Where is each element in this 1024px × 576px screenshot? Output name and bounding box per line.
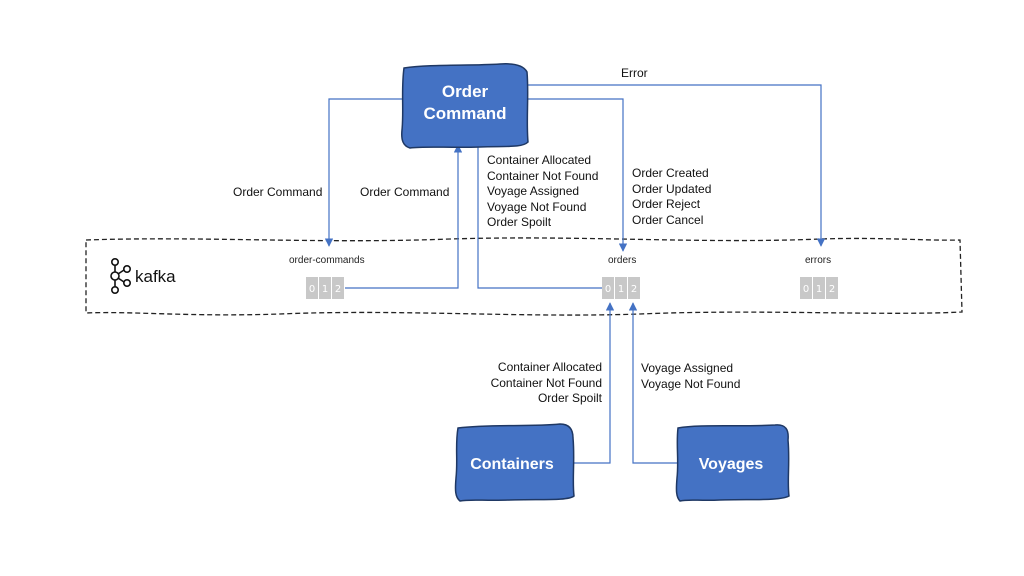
partition bbox=[319, 277, 331, 299]
orders-partitions: 0 1 2 bbox=[602, 277, 640, 299]
edge-voyages-to-orders-labels: Voyage Assigned Voyage Not Found bbox=[641, 361, 740, 392]
edge-order-commands-to-cmd bbox=[345, 144, 463, 289]
edge-label-line: Container Allocated bbox=[487, 153, 592, 167]
partition-label: 1 bbox=[816, 284, 822, 295]
edge-label-line: Order Cancel bbox=[632, 212, 704, 227]
edge-cmd-to-order-commands bbox=[324, 98, 404, 247]
edge-orders-to-cmd-labels: Container Allocated Container Not Found … bbox=[487, 153, 598, 231]
order-command-node[interactable]: Order Command bbox=[401, 63, 529, 149]
partition bbox=[602, 277, 614, 299]
edge-label-line: Order Created bbox=[632, 166, 709, 180]
topic-errors-label: errors bbox=[805, 255, 832, 266]
edge-orders-to-cmd bbox=[473, 124, 602, 289]
edge-label-line: Voyage Assigned bbox=[487, 184, 580, 198]
errors-partitions: 0 1 2 bbox=[800, 277, 838, 299]
voyages-node[interactable]: Voyages bbox=[675, 424, 790, 502]
edge-label-line: Order Spoilt bbox=[537, 391, 602, 405]
edge-label-line: Container Allocated bbox=[497, 360, 602, 374]
partition-label: 2 bbox=[631, 284, 637, 295]
edge-label-line: Container Not Found bbox=[487, 168, 599, 183]
partition bbox=[332, 277, 344, 299]
partition-label: 2 bbox=[829, 284, 835, 295]
partition bbox=[813, 277, 825, 299]
kafka-brand-label: kafka bbox=[135, 267, 176, 286]
edge-label-line: Order Spoilt bbox=[487, 215, 552, 229]
order-commands-partitions: 0 1 2 bbox=[306, 277, 344, 299]
partition-label: 0 bbox=[803, 284, 809, 295]
edge-topic-to-cmd-label: Order Command bbox=[360, 185, 450, 199]
edge-cmd-to-topic-label: Order Command bbox=[233, 185, 323, 199]
partition-label: 0 bbox=[309, 284, 315, 295]
containers-node[interactable]: Containers bbox=[454, 423, 575, 502]
edge-label-line: Voyage Not Found bbox=[487, 199, 587, 214]
edge-label-line: Order Updated bbox=[632, 181, 712, 196]
partition-label: 2 bbox=[335, 284, 341, 295]
partition bbox=[306, 277, 318, 299]
partition-label: 1 bbox=[618, 284, 624, 295]
edge-label-line: Voyage Assigned bbox=[641, 361, 734, 375]
edge-error-label: Error bbox=[621, 66, 648, 80]
kafka-logo-icon bbox=[110, 257, 132, 294]
edge-voyages-to-orders bbox=[628, 302, 678, 464]
partition-label: 0 bbox=[605, 284, 611, 295]
topic-order-commands-label: order-commands bbox=[289, 255, 365, 266]
order-command-title-line1: Order bbox=[442, 82, 489, 101]
partition bbox=[628, 277, 640, 299]
topic-orders-label: orders bbox=[608, 255, 637, 266]
edge-containers-to-orders-labels: Container Allocated Container Not Found … bbox=[491, 360, 602, 407]
order-command-title-line2: Command bbox=[423, 104, 506, 123]
kafka-cluster-boundary bbox=[85, 237, 963, 316]
edge-label-line: Order Reject bbox=[632, 197, 701, 211]
partition bbox=[800, 277, 812, 299]
edge-cmd-to-orders bbox=[527, 98, 628, 252]
edge-label-line: Voyage Not Found bbox=[641, 376, 741, 391]
voyages-title: Voyages bbox=[699, 456, 764, 473]
edge-containers-to-orders bbox=[573, 302, 615, 464]
edge-error bbox=[527, 84, 826, 247]
edge-cmd-to-orders-labels: Order Created Order Updated Order Reject… bbox=[632, 166, 711, 228]
edge-label-line: Container Not Found bbox=[490, 375, 602, 390]
partition bbox=[615, 277, 627, 299]
partition bbox=[826, 277, 838, 299]
partition-label: 1 bbox=[322, 284, 328, 295]
containers-title: Containers bbox=[470, 456, 554, 473]
